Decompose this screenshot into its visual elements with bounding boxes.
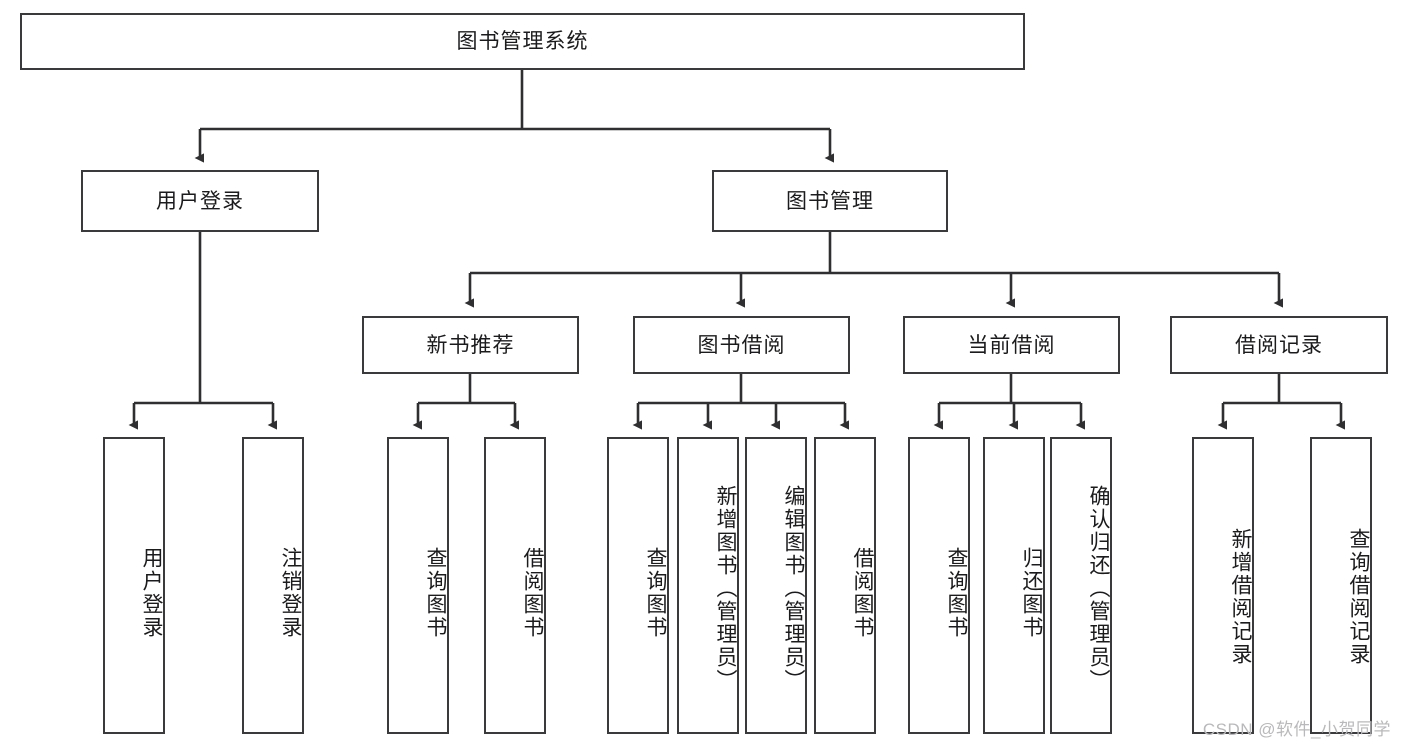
node-leaf-query-record-label: 查询借阅记录 xyxy=(1347,527,1370,666)
node-leaf-confirm-return-label: 确认归还（管理员） xyxy=(1087,485,1110,692)
node-leaf-query-book-cur[interactable]: 查询图书 xyxy=(908,437,970,734)
node-leaf-edit-book-label: 编辑图书（管理员） xyxy=(782,485,805,692)
node-root-label: 图书管理系统 xyxy=(456,30,589,53)
node-new-book-rec[interactable]: 新书推荐 xyxy=(362,316,579,374)
node-book-manage[interactable]: 图书管理 xyxy=(712,170,948,232)
node-leaf-query-book-borrow-label: 查询图书 xyxy=(644,546,667,639)
node-leaf-return-book-label: 归还图书 xyxy=(1020,546,1043,639)
node-new-book-rec-label: 新书推荐 xyxy=(426,333,515,357)
node-leaf-edit-book[interactable]: 编辑图书（管理员） xyxy=(745,437,807,734)
node-leaf-add-record-label: 新增借阅记录 xyxy=(1229,527,1252,666)
node-leaf-user-login-label: 用户登录 xyxy=(140,546,163,639)
node-borrow-record[interactable]: 借阅记录 xyxy=(1170,316,1388,374)
node-leaf-return-book[interactable]: 归还图书 xyxy=(983,437,1045,734)
node-leaf-query-book-borrow[interactable]: 查询图书 xyxy=(607,437,669,734)
node-book-borrow[interactable]: 图书借阅 xyxy=(633,316,850,374)
node-leaf-add-book-label: 新增图书（管理员） xyxy=(714,485,737,692)
node-leaf-borrow-book-rec[interactable]: 借阅图书 xyxy=(484,437,546,734)
node-user-login[interactable]: 用户登录 xyxy=(81,170,319,232)
node-leaf-confirm-return[interactable]: 确认归还（管理员） xyxy=(1050,437,1112,734)
node-leaf-query-record[interactable]: 查询借阅记录 xyxy=(1310,437,1372,734)
node-leaf-add-record[interactable]: 新增借阅记录 xyxy=(1192,437,1254,734)
node-current-borrow[interactable]: 当前借阅 xyxy=(903,316,1120,374)
node-leaf-query-book-rec-label: 查询图书 xyxy=(424,546,447,639)
node-leaf-borrow-book-label: 借阅图书 xyxy=(851,546,874,639)
node-leaf-borrow-book[interactable]: 借阅图书 xyxy=(814,437,876,734)
node-leaf-query-book-rec[interactable]: 查询图书 xyxy=(387,437,449,734)
node-borrow-record-label: 借阅记录 xyxy=(1235,333,1323,357)
node-leaf-logout[interactable]: 注销登录 xyxy=(242,437,304,734)
node-leaf-borrow-book-rec-label: 借阅图书 xyxy=(521,546,544,639)
node-leaf-add-book[interactable]: 新增图书（管理员） xyxy=(677,437,739,734)
csdn-watermark: CSDN @软件_小贺同学 xyxy=(1202,720,1391,739)
node-book-manage-label: 图书管理 xyxy=(786,189,874,213)
node-current-borrow-label: 当前借阅 xyxy=(967,333,1056,357)
node-leaf-query-book-cur-label: 查询图书 xyxy=(945,546,968,639)
node-leaf-logout-label: 注销登录 xyxy=(279,546,302,639)
node-root[interactable]: 图书管理系统 xyxy=(20,13,1025,70)
node-leaf-user-login[interactable]: 用户登录 xyxy=(103,437,165,734)
node-user-login-label: 用户登录 xyxy=(156,189,244,213)
node-book-borrow-label: 图书借阅 xyxy=(697,333,786,357)
